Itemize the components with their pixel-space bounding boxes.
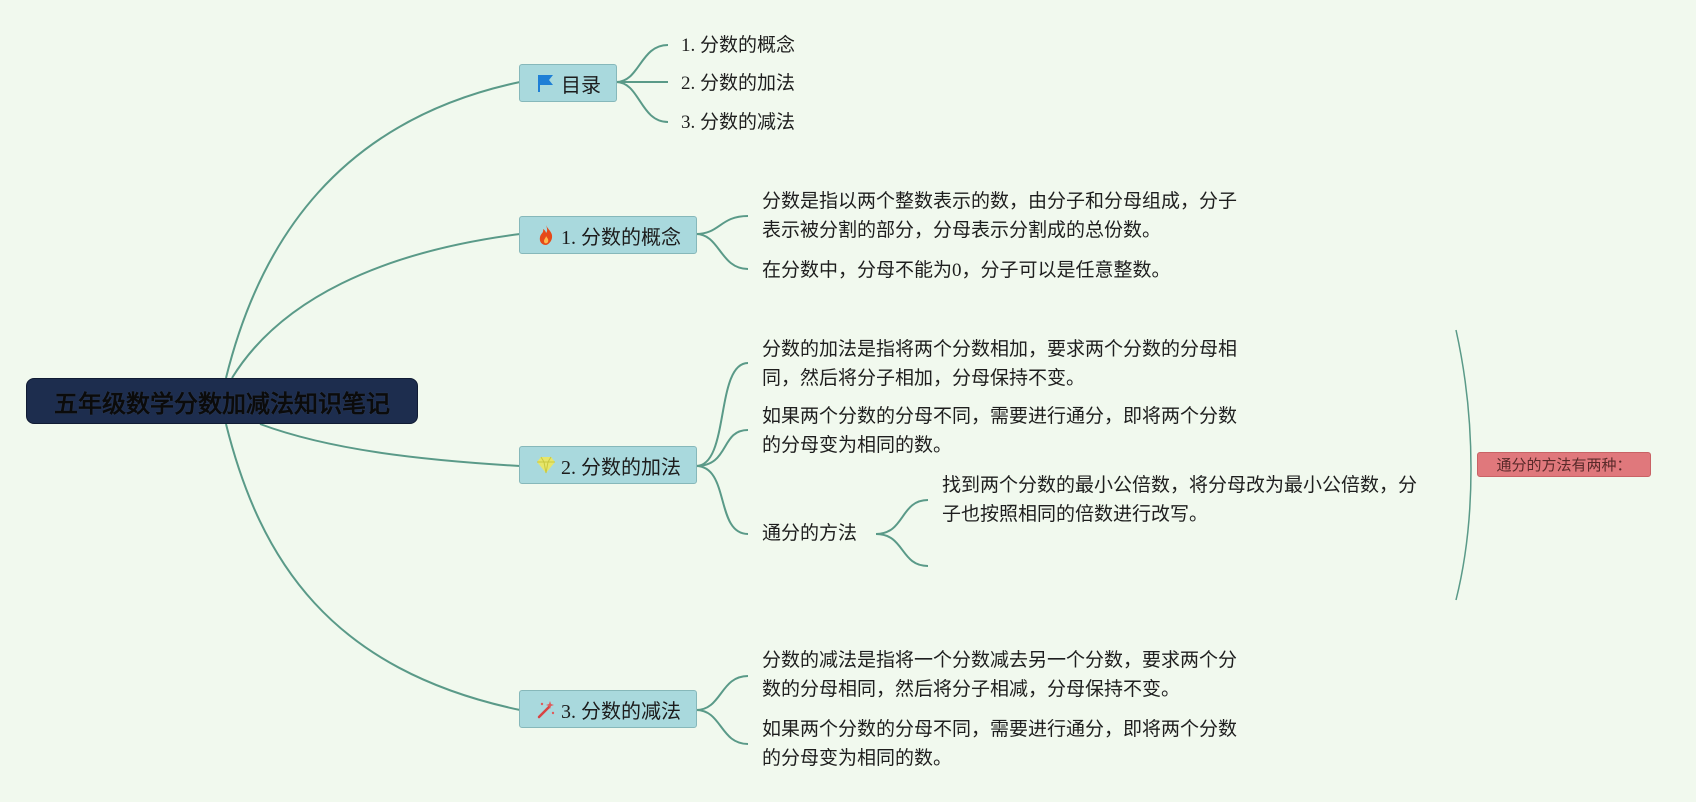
branch-root-toc — [225, 81, 521, 379]
concept-leaf-2[interactable]: 在分数中，分母不能为0，分子可以是任意整数。 — [762, 256, 1171, 285]
subtraction-leaf-2-line-2: 的分母变为相同的数。 — [762, 748, 953, 769]
concept-leaf-1[interactable]: 分数是指以两个整数表示的数，由分子和分母组成，分子 表示被分割的部分，分母表示分… — [762, 187, 1237, 245]
addition-leaf-2-line-2: 的分母变为相同的数。 — [762, 435, 953, 456]
flag-icon — [535, 72, 557, 94]
subtraction-leaf-1-line-2: 数的分母相同，然后将分子相减，分母保持不变。 — [762, 679, 1181, 700]
branch-root-addition — [259, 423, 521, 467]
branch-method-1 — [875, 499, 929, 535]
topic-subtraction[interactable]: 3. 分数的减法 — [519, 690, 697, 728]
addition-leaf-2-line-1: 如果两个分数的分母不同，需要进行通分，即将两个分数 — [762, 406, 1238, 427]
root-topic[interactable]: 五年级数学分数加减法知识笔记 — [26, 378, 418, 424]
branch-add-3 — [695, 465, 749, 535]
topic-concept[interactable]: 1. 分数的概念 — [519, 216, 697, 254]
branch-add-2 — [695, 429, 749, 467]
subtraction-leaf-2[interactable]: 如果两个分数的分母不同，需要进行通分，即将两个分数 的分母变为相同的数。 — [762, 715, 1237, 773]
diamond-icon — [535, 454, 557, 476]
concept-leaf-2-line-1: 在分数中，分母不能为0，分子可以是任意整数。 — [762, 260, 1171, 281]
branch-toc-3 — [615, 81, 669, 123]
subtraction-leaf-1-line-1: 分数的减法是指将一个分数减去另一个分数，要求两个分 — [762, 650, 1238, 671]
summary-callout-label: 通分的方法有两种： — [1496, 458, 1632, 474]
summary-callout[interactable]: 通分的方法有两种： — [1477, 452, 1651, 477]
subtraction-leaf-1[interactable]: 分数的减法是指将一个分数减去另一个分数，要求两个分 数的分母相同，然后将分子相减… — [762, 646, 1237, 704]
topic-toc-label: 目录 — [561, 74, 601, 97]
branch-concept-2 — [695, 233, 749, 270]
branch-sub-1 — [695, 675, 749, 711]
magic-wand-icon — [535, 698, 557, 720]
subtraction-leaf-2-line-1: 如果两个分数的分母不同，需要进行通分，即将两个分数 — [762, 719, 1238, 740]
branch-root-subtraction — [225, 423, 521, 711]
method-leaf-1-line-2: 子也按照相同的倍数进行改写。 — [942, 504, 1209, 525]
topic-addition[interactable]: 2. 分数的加法 — [519, 446, 697, 484]
branch-add-1 — [695, 362, 749, 467]
addition-leaf-1-line-1: 分数的加法是指将两个分数相加，要求两个分数的分母相 — [762, 339, 1238, 360]
fire-icon — [535, 224, 557, 246]
topic-concept-label: 1. 分数的概念 — [561, 226, 681, 249]
method-leaf-2-empty[interactable] — [942, 552, 1062, 580]
addition-leaf-1-line-2: 同，然后将分子相加，分母保持不变。 — [762, 368, 1086, 389]
branch-toc-1 — [615, 44, 669, 83]
toc-item-3[interactable]: 3. 分数的减法 — [681, 112, 796, 133]
toc-item-1[interactable]: 1. 分数的概念 — [681, 35, 796, 56]
branch-method-2 — [875, 533, 929, 567]
branch-concept-1 — [695, 215, 749, 235]
branch-root-concept — [231, 233, 521, 379]
concept-leaf-1-line-2: 表示被分割的部分，分母表示分割成的总份数。 — [762, 220, 1162, 241]
addition-leaf-1[interactable]: 分数的加法是指将两个分数相加，要求两个分数的分母相 同，然后将分子相加，分母保持… — [762, 335, 1237, 393]
method-leaf-1-line-1: 找到两个分数的最小公倍数，将分母改为最小公倍数，分 — [942, 475, 1418, 496]
topic-toc[interactable]: 目录 — [519, 64, 617, 102]
method-leaf-1[interactable]: 找到两个分数的最小公倍数，将分母改为最小公倍数，分 子也按照相同的倍数进行改写。 — [942, 471, 1417, 529]
topic-addition-label: 2. 分数的加法 — [561, 456, 681, 479]
toc-item-2[interactable]: 2. 分数的加法 — [681, 73, 796, 94]
root-title: 五年级数学分数加减法知识笔记 — [54, 389, 390, 418]
method-node[interactable]: 通分的方法 — [762, 523, 858, 544]
topic-subtraction-label: 3. 分数的减法 — [561, 700, 681, 723]
addition-leaf-2[interactable]: 如果两个分数的分母不同，需要进行通分，即将两个分数 的分母变为相同的数。 — [762, 402, 1237, 460]
branch-sub-2 — [695, 709, 749, 745]
concept-leaf-1-line-1: 分数是指以两个整数表示的数，由分子和分母组成，分子 — [762, 191, 1238, 212]
summary-bracket — [1455, 329, 1472, 601]
